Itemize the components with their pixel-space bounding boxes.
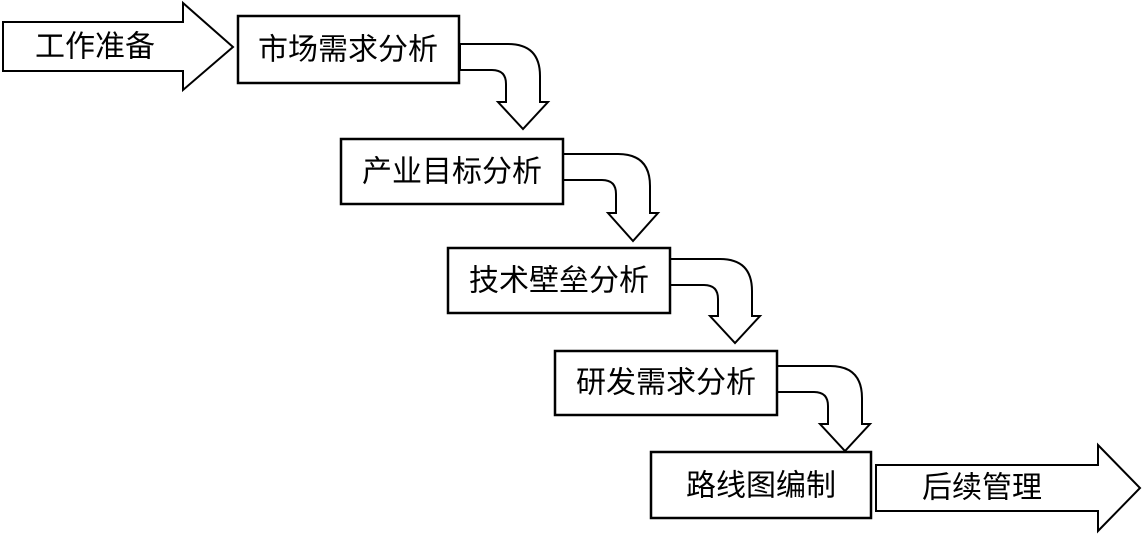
step-2-label: 产业目标分析: [362, 155, 542, 190]
step-1: 市场需求分析: [236, 14, 461, 85]
connector-arrow-4-shape: [776, 365, 873, 453]
start-arrow: 工作准备: [2, 0, 235, 93]
step-5-box: [649, 450, 873, 520]
step-3-label: 技术壁垒分析: [469, 264, 649, 299]
step-5: 路线图编制: [649, 450, 873, 520]
start-arrow-label: 工作准备: [35, 30, 155, 65]
connector-arrow-3: [669, 258, 763, 345]
connector-arrow-4: [776, 365, 873, 453]
end-arrow: 后续管理: [875, 442, 1142, 534]
end-arrow-shape: [875, 442, 1142, 534]
step-3-box: [446, 246, 672, 315]
step-5-label: 路线图编制: [686, 469, 836, 504]
step-4: 研发需求分析: [553, 349, 779, 417]
step-4-label: 研发需求分析: [576, 366, 756, 401]
step-3: 技术壁垒分析: [446, 246, 672, 315]
start-arrow-shape: [2, 0, 235, 93]
connector-arrow-2-shape: [562, 153, 661, 243]
step-2: 产业目标分析: [339, 137, 565, 206]
connector-arrow-1: [459, 43, 551, 131]
connector-arrow-1-shape: [459, 43, 551, 131]
connector-arrow-3-shape: [669, 258, 763, 345]
step-4-box: [553, 349, 779, 417]
connector-arrow-2: [562, 153, 661, 243]
step-1-box: [236, 14, 461, 85]
end-arrow-label: 后续管理: [922, 471, 1042, 506]
step-2-box: [339, 137, 565, 206]
step-1-label: 市场需求分析: [258, 33, 438, 68]
